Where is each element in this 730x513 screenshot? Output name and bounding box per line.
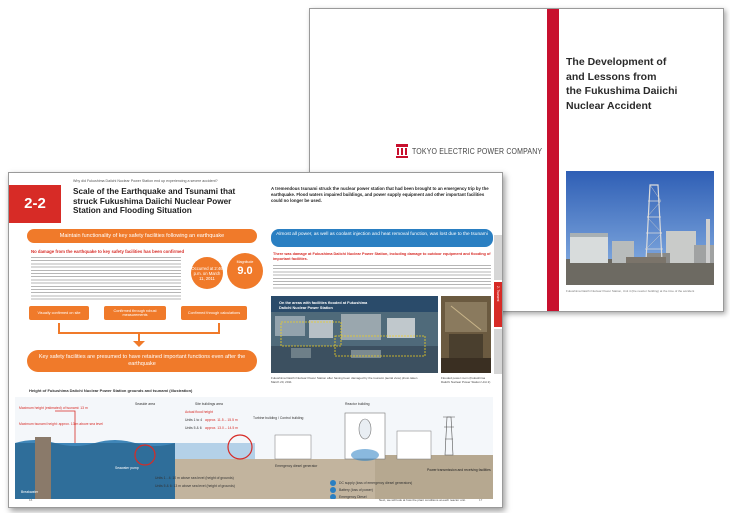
confirmation-box: Visually confirmed on site <box>29 306 89 320</box>
flooded-room-photo <box>441 296 491 373</box>
tsunami-height-diagram: Seaside area Site buildings area Reactor… <box>15 397 493 499</box>
company-name: TOKYO ELECTRIC POWER COMPANY <box>412 146 543 156</box>
arrow-connector-icon <box>58 323 220 347</box>
section-number: 2-2 <box>9 185 61 223</box>
magnitude-circle: Magnitude 9.0 <box>227 253 263 289</box>
conclusion-banner: Key safety facilities are presumed to ha… <box>27 350 257 372</box>
side-tab <box>494 329 502 374</box>
side-tab-active: 2. Tsunami <box>494 282 502 327</box>
cover-photo <box>566 171 714 285</box>
diagram-ground-note: Units 5 & 6: 13 m above sea level (heigh… <box>155 484 235 488</box>
diagram-flood-units14: approx. 11.5 – 15.5 m <box>205 418 238 422</box>
diagram-reactor-label: Reactor building <box>345 402 370 406</box>
title-line: Scale of the Earthquake and Tsunami that <box>73 187 236 196</box>
diagram-legend-item: DC supply (loss of emergency diesel gene… <box>339 481 412 485</box>
diagram-seaside-label: Seaside area <box>135 402 155 406</box>
cover-title-line: Nuclear Accident <box>566 99 652 112</box>
cover-title-line: and Lessons from <box>566 70 657 83</box>
cover-title: The Development of and Lessons from the … <box>566 55 716 113</box>
title-line: Station and Flooding Situation <box>73 206 192 216</box>
earthquake-heading-bar: Maintain functionality of key safety fac… <box>27 229 257 243</box>
diagram-turbine-label: Turbine building / Control building <box>253 416 304 420</box>
diagram-pump-label: Seawater pump <box>115 466 139 470</box>
date-circle: Occurred at 2:46 p.m. on March 11, 2011 <box>191 257 223 289</box>
diagram-flood-units56: approx. 13.0 – 14.5 m <box>205 426 238 430</box>
diagram-legend-item: Emergency Diesel <box>339 495 367 499</box>
confirmation-box: Confirmed through calculations <box>181 306 247 320</box>
diagram-legend-item: Battery (loss of power) <box>339 488 373 492</box>
diagram-units56: Units 5 & 6 <box>185 426 202 430</box>
cover-red-strip <box>547 9 559 311</box>
tsunami-heading-bar: Almost all power, as well as coolant inj… <box>271 229 493 247</box>
title-line: struck Fukushima Daiichi Nuclear Power <box>73 196 232 206</box>
footer-note: Next, we will look at how the plant cond… <box>379 498 466 502</box>
confirmation-box: Confirmed through robust measurements <box>104 306 166 320</box>
magnitude-value: 9.0 <box>237 265 253 277</box>
diagram-units14: Units 1 to 4 <box>185 418 202 422</box>
diagram-ground-note: Units 1 - 4: 10 m above sea level (heigh… <box>155 476 234 480</box>
lead-paragraph: A tremendous tsunami struck the nuclear … <box>271 186 489 203</box>
diagram-site-label: Site buildings area <box>195 402 223 406</box>
page-number-right: 17 <box>479 498 483 502</box>
photo-inset-title: On the areas with facilities flooded at … <box>279 301 368 310</box>
side-tab <box>494 235 502 280</box>
tsunami-subheading: There was damage at Fukushima Daiichi Nu… <box>273 252 491 261</box>
tepco-logo-icon <box>396 144 408 158</box>
diagram-transmission-label: Power transmission and receiving facilit… <box>427 468 491 472</box>
section-kicker: Why did Fukushima Daiichi Nuclear Power … <box>73 179 218 183</box>
diagram-breakwater-label: Breakwater <box>21 490 39 494</box>
tsunami-body-text <box>273 265 491 290</box>
aerial-photo <box>271 296 438 373</box>
cover-photo-caption: Fukushima Daiichi Nuclear Power Station,… <box>566 289 695 293</box>
side-tab-label: 2. Tsunami <box>496 286 500 302</box>
report-spread: 2-2 Why did Fukushima Daiichi Nuclear Po… <box>8 172 503 508</box>
photo-caption: Flooded power room (Fukushima Daiichi Nu… <box>441 376 491 384</box>
photo-caption: Fukushima Daiichi Nuclear Power Station … <box>271 376 418 384</box>
earthquake-body-text <box>31 257 181 302</box>
diagram-gen-label: Emergency diesel generator <box>275 464 318 468</box>
page-title: Scale of the Earthquake and Tsunami that… <box>73 187 283 216</box>
cover-title-line: the Fukushima Daiichi <box>566 85 678 97</box>
diagram-max-height-rec: Maximum tsunami height: approx. 13 m abo… <box>19 422 103 426</box>
diagram-title: Height of Fukushima Daiichi Nuclear Powe… <box>29 388 193 393</box>
page-number-left: 16 <box>29 498 33 502</box>
earthquake-subheading: No damage from the earthquake to key saf… <box>31 249 185 254</box>
diagram-flood-label: Actual flood height <box>185 410 213 414</box>
diagram-max-height-est: Maximum height (estimated) of tsunami: 1… <box>19 406 88 410</box>
magnitude-label: Magnitude <box>236 260 254 264</box>
cover-title-line: The Development of <box>566 56 667 68</box>
